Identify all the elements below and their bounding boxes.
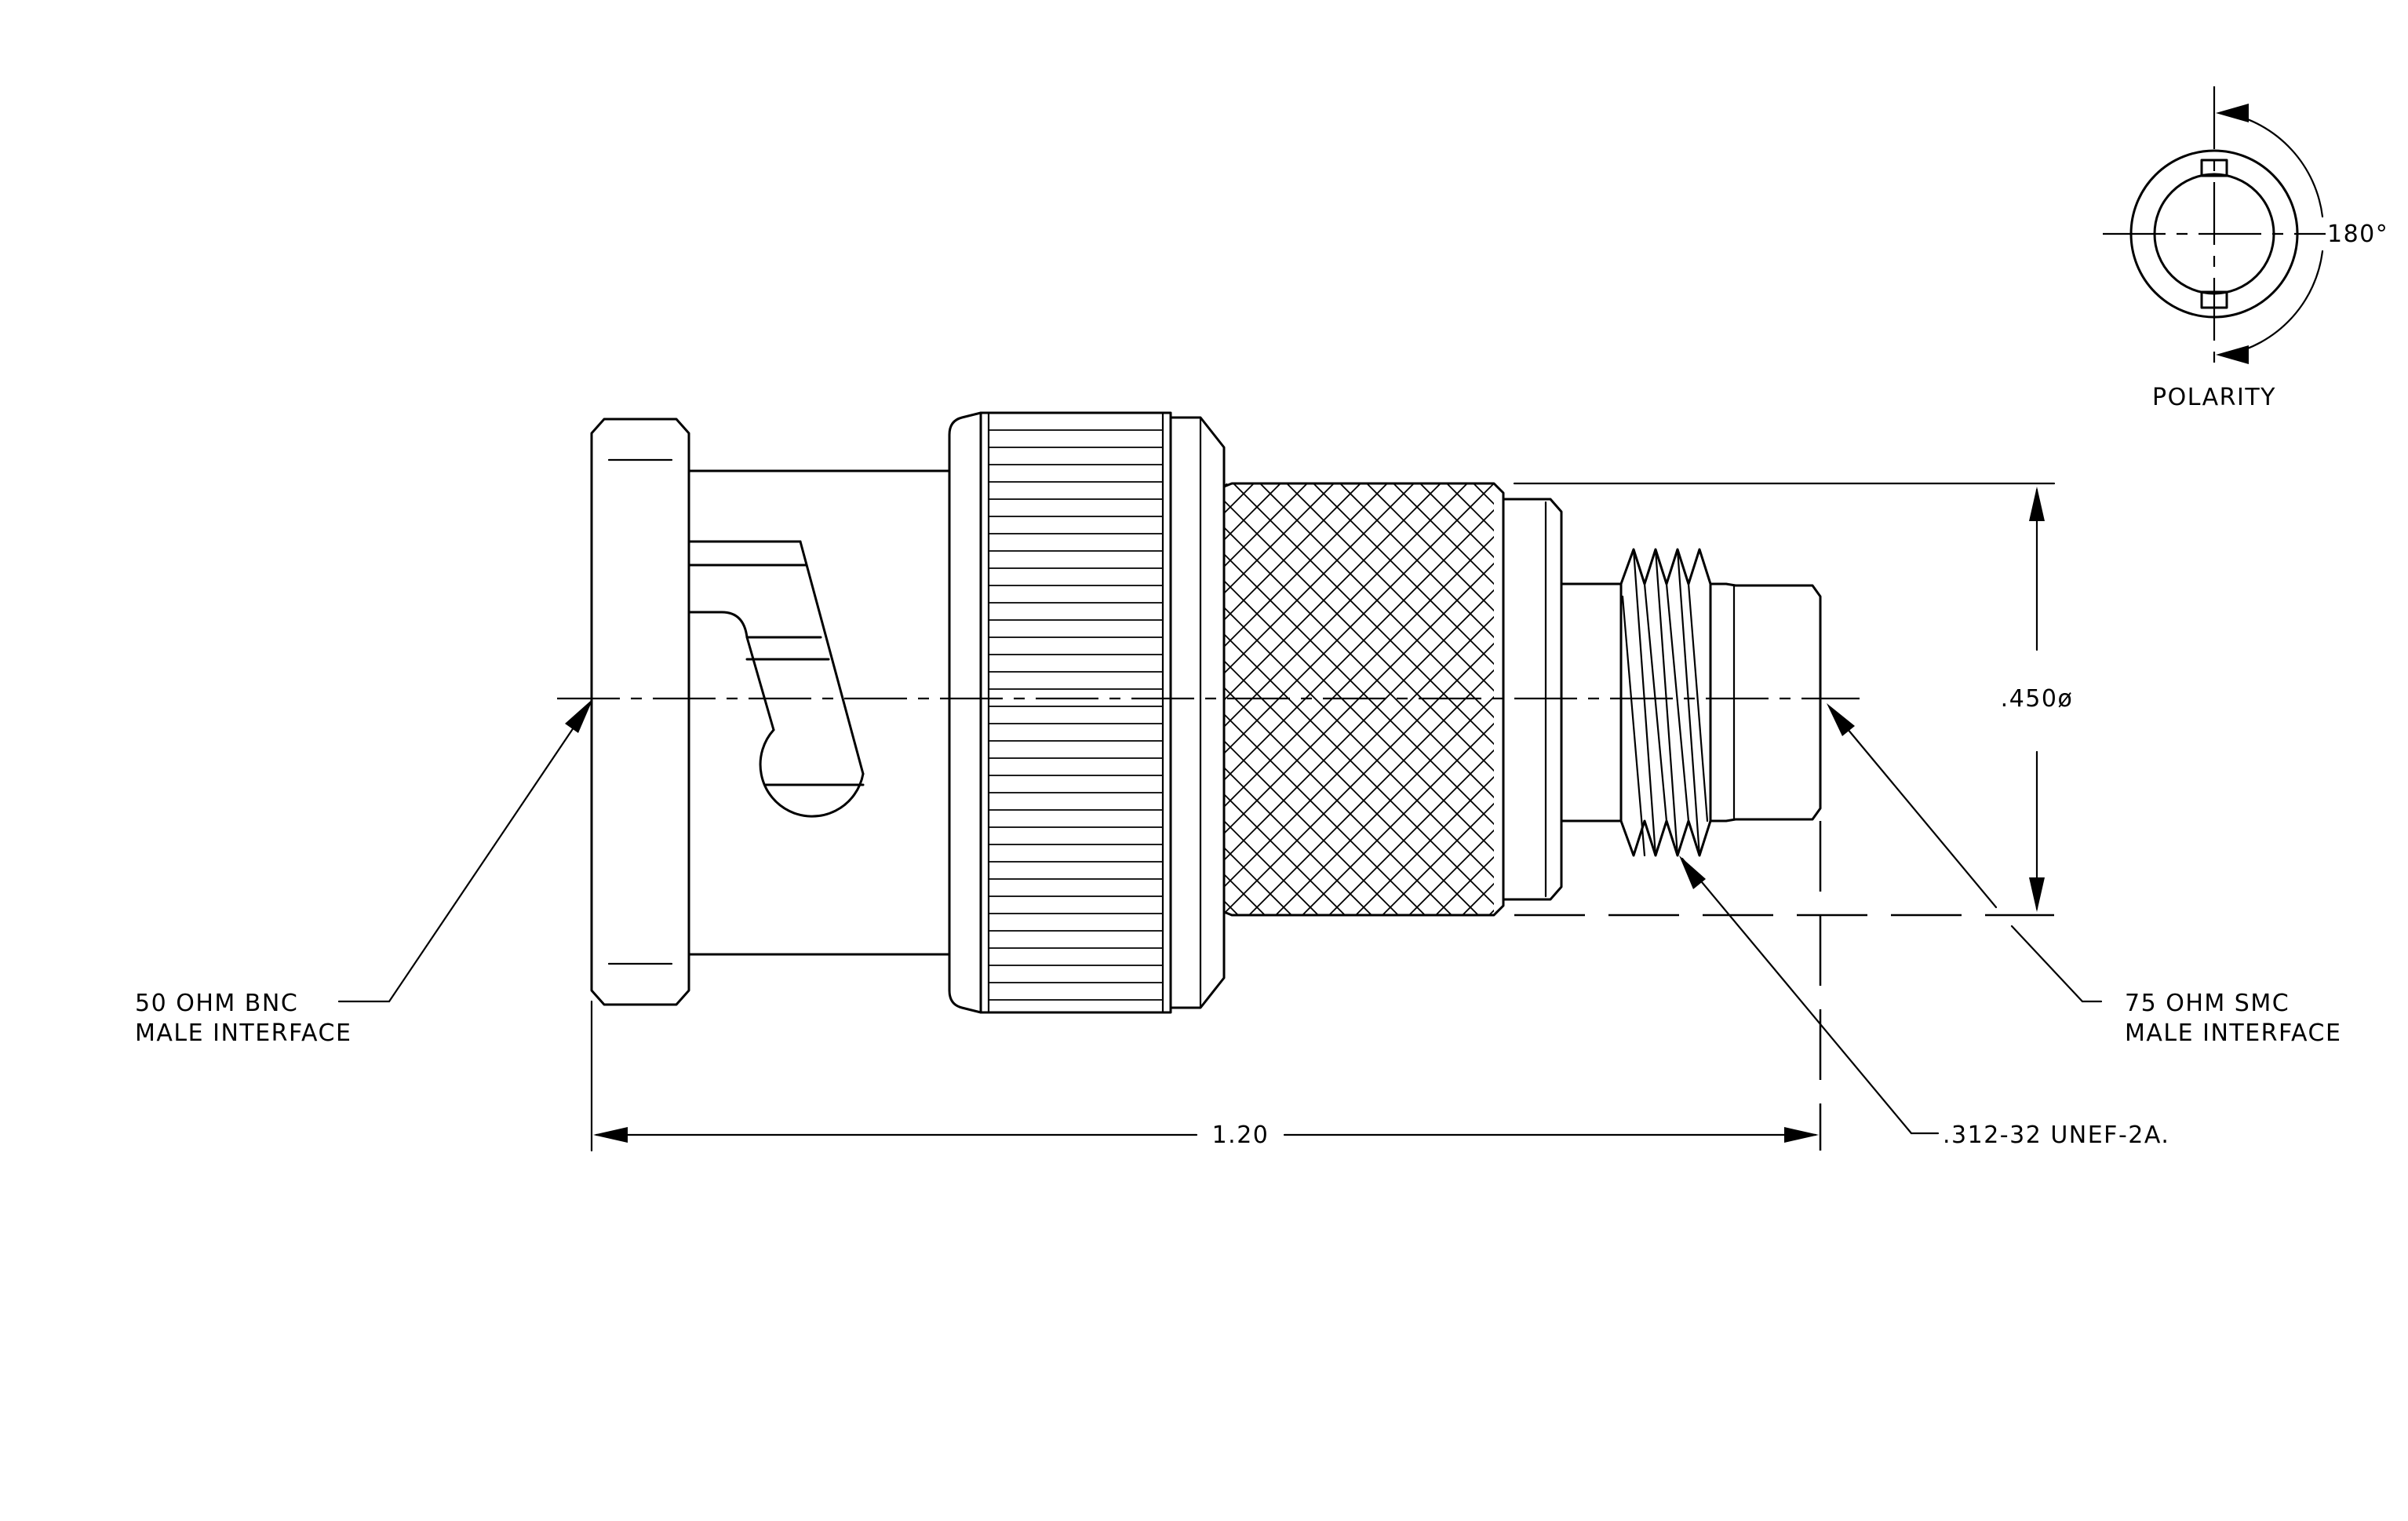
- length-value: 1.20: [1212, 1122, 1270, 1149]
- polarity-label: POLARITY: [2152, 384, 2276, 411]
- thread-callout: .312-32 UNEF-2A.: [1943, 1122, 2169, 1149]
- ribbed-nut: [948, 411, 1226, 1014]
- bnc-body: [687, 469, 951, 956]
- bnc-leader: 50 OHM BNC MALE INTERFACE: [135, 698, 593, 1047]
- extension-lines: [590, 482, 2056, 1152]
- smc-callout-line1: 75 OHM SMC: [2125, 990, 2290, 1017]
- knurled-sleeve: [1222, 482, 1505, 917]
- diameter-value: .450ø: [2001, 685, 2074, 713]
- polarity-angle: 180°: [2327, 221, 2388, 248]
- bnc-flange: [590, 418, 690, 1006]
- bnc-callout-line2: MALE INTERFACE: [135, 1019, 352, 1047]
- diameter-dimension: .450ø: [2001, 487, 2074, 912]
- length-dimension: 1.20: [593, 1122, 1819, 1149]
- smc-thread: [1560, 548, 1712, 857]
- bnc-callout-line1: 50 OHM BNC: [135, 990, 298, 1017]
- smc-nose: [1709, 582, 1822, 823]
- smc-callout-line2: MALE INTERFACE: [2125, 1019, 2341, 1047]
- polarity-view: 180° POLARITY: [2103, 86, 2388, 411]
- smc-leader: 75 OHM SMC MALE INTERFACE: [1827, 703, 2341, 1047]
- thread-leader: .312-32 UNEF-2A.: [1679, 855, 2169, 1149]
